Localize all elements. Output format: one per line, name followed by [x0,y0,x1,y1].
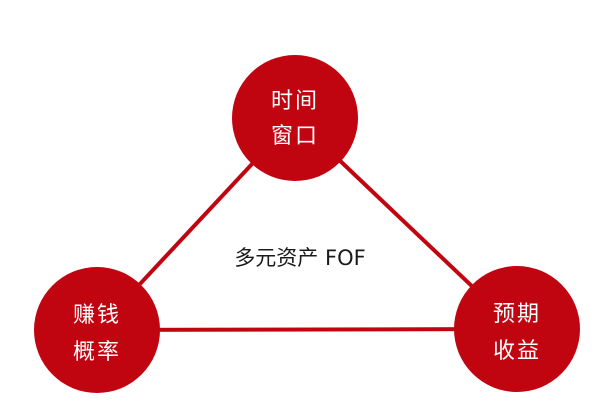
node-right-circle [454,266,580,392]
node-right: 预期 收益 [454,266,580,392]
node-left: 赚钱 概率 [34,267,160,393]
node-right-label-line2: 收益 [493,339,541,364]
node-top-label-line2: 窗口 [271,124,319,149]
node-left-circle [34,267,160,393]
node-left-label-line2: 概率 [73,340,121,365]
node-top: 时间 窗口 [232,55,358,181]
node-top-circle [232,55,358,181]
center-label: 多元资产 FOF [234,246,365,270]
node-left-label-line1: 赚钱 [73,303,121,328]
edge-left-right [96,327,518,332]
node-top-label-line1: 时间 [271,89,319,114]
node-right-label-line1: 预期 [493,302,541,327]
